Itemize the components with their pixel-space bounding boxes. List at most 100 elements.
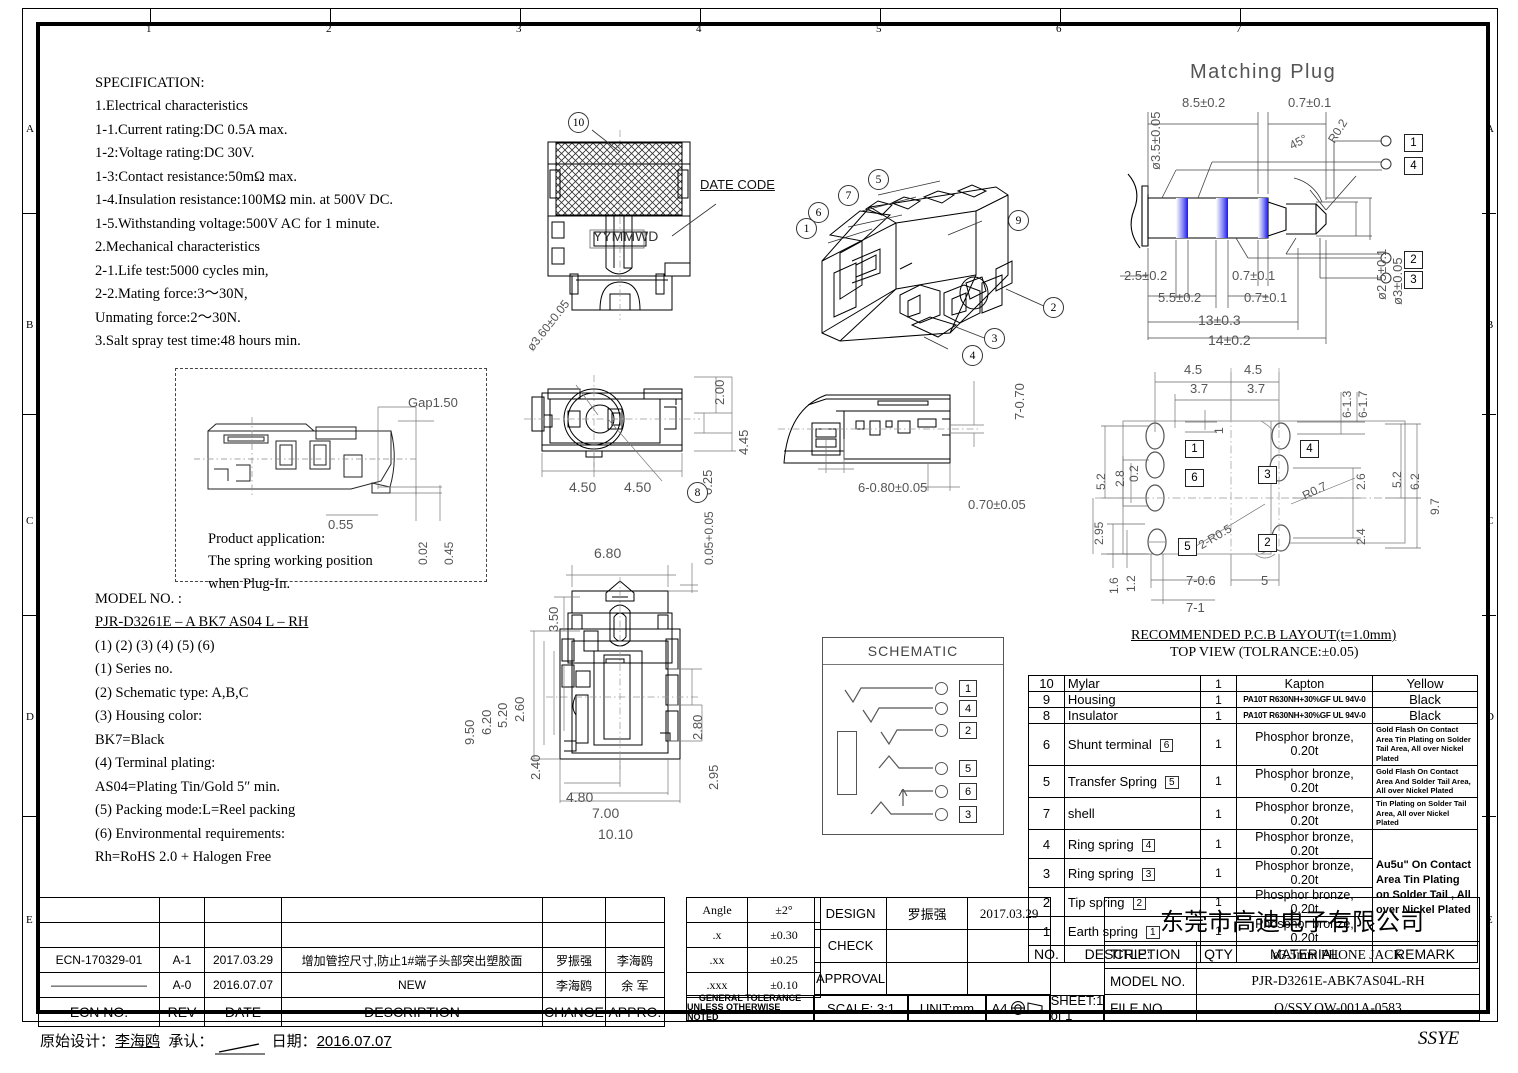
- bom-cell-qty: 1: [1200, 858, 1237, 889]
- model-code: PJR-D3261E – A BK7 AS04 L – RH: [95, 614, 309, 631]
- bom-cell-no: 3: [1028, 858, 1065, 889]
- side-view-drawing: [778, 375, 1028, 495]
- approval-label-design: DESIGN: [813, 896, 888, 931]
- specification-line-7: 2-1.Life test:5000 cycles min,: [95, 262, 269, 279]
- ecn-header-ecnno: ECN NO.: [38, 997, 160, 1027]
- balloon-iso-3: 3: [984, 328, 1005, 349]
- zone-letter-right-e: E: [1486, 914, 1493, 926]
- specification-line-5: 1-5.Withstanding voltage:500V AC for 1 m…: [95, 215, 380, 232]
- dim-620: 6.20: [479, 709, 494, 735]
- bom-cell-qty: 1: [1200, 829, 1237, 860]
- ecn-cell-rev: [159, 897, 205, 923]
- zone-letter-right-b: B: [1486, 319, 1494, 331]
- ecn-cell-rev: A-0: [159, 972, 205, 998]
- balloon-8: 8: [687, 482, 708, 503]
- ecn-cell-appro: [604, 922, 665, 948]
- footer-date-label: 日期：: [271, 1033, 317, 1050]
- plug-pin-4: 4: [1404, 157, 1423, 175]
- dim-pcb-52-right: 5.2: [1390, 471, 1404, 488]
- dim-pcb-26: 2.6: [1354, 473, 1368, 490]
- dim-pcb-97: 9.7: [1428, 498, 1442, 515]
- zone-tick: [22, 414, 36, 416]
- top-view-drawing: [530, 108, 800, 338]
- file-value: Q/SSY.QW-001A-0583: [1274, 1000, 1402, 1016]
- dim-280: 2.80: [690, 714, 705, 740]
- front-view-drawing: [520, 355, 750, 495]
- specification-line-9: Unmating force:2～30N.: [95, 309, 241, 326]
- tolerance-value-xx: ±0.25: [747, 947, 821, 973]
- bom-cell-description: Housing: [1063, 691, 1202, 708]
- zone-tick: [1482, 213, 1496, 215]
- zone-number-1: 1: [146, 23, 152, 35]
- balloon-10: 10: [568, 112, 589, 133]
- ecn-cell-ecn: [38, 922, 160, 948]
- dim-plug-07-b: 0.7±0.1: [1244, 290, 1288, 305]
- tolerance-key-xx: .xx: [686, 947, 748, 973]
- bom-header-material: MATERIAL: [1235, 945, 1374, 964]
- schematic-body-bar: [837, 731, 857, 795]
- model-legend-7: (6) Environmental requirements:: [95, 825, 286, 842]
- footer-designer-label: 原始设计：: [40, 1033, 116, 1050]
- matching-plug-drawing: [1120, 90, 1490, 360]
- ecn-cell-desc: 增加管控尺寸,防止1#端子头部突出塑胶面: [281, 947, 543, 973]
- dim-240: 2.40: [528, 754, 543, 780]
- dim-plug-diameter-25: ø2.5±0.1: [1374, 248, 1389, 300]
- approval-name-approval: [886, 961, 969, 995]
- bom-cell-qty: 1: [1200, 797, 1237, 831]
- dim-680: 6.80: [594, 545, 622, 561]
- dim-450-right: 4.50: [624, 479, 652, 495]
- schematic-title: SCHEMATIC: [867, 643, 959, 659]
- company-name: 东莞市高迪电子有限公司: [1105, 898, 1479, 942]
- zone-tick: [1482, 816, 1496, 818]
- zone-tick: [22, 213, 36, 215]
- approval-label-check: CHECK: [813, 929, 888, 963]
- zone-number-6: 6: [1056, 23, 1062, 35]
- plug-pin-2: 2: [1404, 251, 1423, 269]
- specification-line-4: 1-4.Insulation resistance:100MΩ min. at …: [95, 192, 394, 209]
- tolerance-note-line1: GENERAL TOLERANCE: [698, 992, 802, 1003]
- dim-055: 0.55: [328, 517, 354, 532]
- bom-cell-material: Phosphor bronze, 0.20t: [1235, 887, 1374, 918]
- product-app-line-0: Product application:: [208, 531, 326, 547]
- dim-gap150: Gap1.50: [408, 395, 458, 410]
- specification-line-8: 2-2.Mating force:3～30N,: [95, 286, 248, 303]
- pcb-layout-title-1: RECOMMENDED P.C.B LAYOUT(t=1.0mm): [1131, 628, 1397, 643]
- bom-cell-remark: Black: [1372, 691, 1478, 708]
- dim-445: 4.45: [736, 429, 751, 455]
- table-row: .xxx ±0.10: [686, 972, 821, 998]
- dim-plug-07-top: 0.7±0.1: [1288, 95, 1332, 110]
- footer-date-value: 2016.07.07: [316, 1033, 392, 1050]
- model-label: MODEL NO.: [1105, 968, 1197, 995]
- specification-line-2: 1-2:Voltage rating:DC 30V.: [95, 145, 255, 162]
- model-row: MODEL NO. PJR-D3261E-ABK7AS04L-RH: [1105, 968, 1479, 996]
- footer-line: 原始设计：李海鸥 承认： 日期：2016.07.07: [40, 1030, 392, 1055]
- paper-size-cell: A4: [986, 995, 1050, 1021]
- dim-plug-13: 13±0.3: [1198, 312, 1241, 328]
- specification-line-1: 1-1.Current rating:DC 0.5A max.: [95, 121, 288, 138]
- approval-date-check: [967, 929, 1052, 963]
- table-row: CHECK: [813, 929, 1052, 963]
- model-legend-0: (1) Series no.: [95, 661, 173, 678]
- dim-200: 2.00: [712, 379, 727, 405]
- schematic-box: SCHEMATIC 1 4 2 5 6 3: [822, 637, 1004, 835]
- pcb-pad-5: 5: [1178, 538, 1197, 556]
- dim-plug-55: 5.5±0.2: [1158, 290, 1202, 305]
- zone-number-5: 5: [876, 23, 882, 35]
- ecn-cell-appro: [604, 897, 665, 923]
- dim-pcb-28: 2.8: [1113, 470, 1127, 487]
- plug-pin-3: 3: [1404, 271, 1423, 289]
- bom-pin-ref: 4: [1141, 838, 1156, 852]
- ecn-cell-date: [204, 922, 282, 948]
- dim-1010: 10.10: [598, 826, 634, 842]
- tolerance-key-angle: Angle: [686, 897, 748, 923]
- schematic-pin-label-5: 5: [959, 760, 977, 777]
